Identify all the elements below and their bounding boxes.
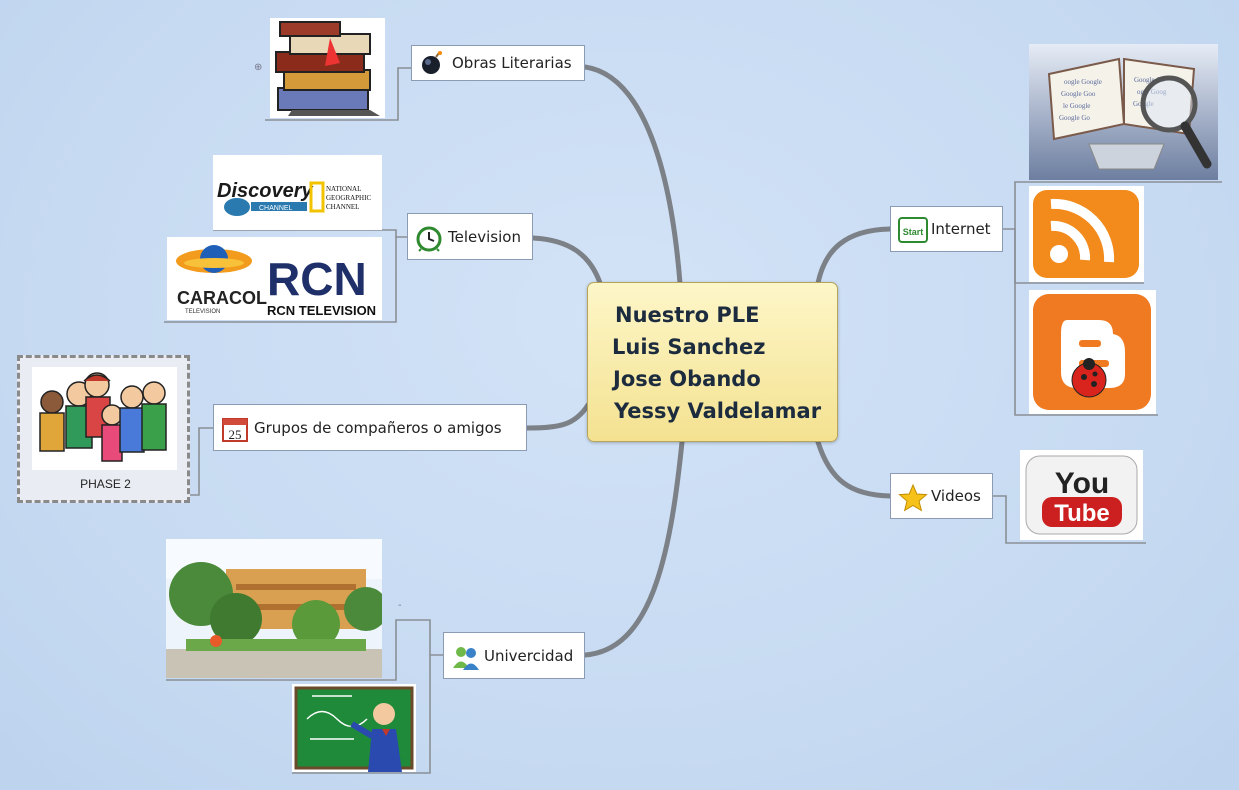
topic-television[interactable]: Television xyxy=(407,213,533,260)
svg-text:CHANNEL: CHANNEL xyxy=(326,203,359,211)
topic-obras-literarias[interactable]: Obras Literarias xyxy=(411,45,585,81)
teacher-image xyxy=(292,684,416,772)
svg-text:GEOGRAPHIC: GEOGRAPHIC xyxy=(326,194,371,202)
phase-label: PHASE 2 xyxy=(80,477,131,491)
topic-label: Univercidad xyxy=(484,646,574,665)
people-icon xyxy=(451,643,479,670)
calendar-icon: 25 xyxy=(221,415,248,442)
discovery-natgeo-logo: Discovery CHANNEL NATIONAL GEOGRAPHIC CH… xyxy=(213,155,382,230)
central-line-4: Yessy Valdelamar xyxy=(614,399,822,423)
caracol-text: CARACOL xyxy=(177,288,267,308)
expand-icon[interactable]: ⊕ xyxy=(254,62,263,73)
start-icon: Start xyxy=(898,216,928,243)
topic-label: Videos xyxy=(931,487,981,505)
topic-label: Grupos de compañeros o amigos xyxy=(254,418,502,437)
topic-label: Obras Literarias xyxy=(452,54,572,72)
kids-image xyxy=(32,367,177,470)
books-image xyxy=(270,18,385,118)
start-icon-text: Start xyxy=(903,227,924,237)
discovery-channel-text: CHANNEL xyxy=(259,205,293,212)
topic-label: Television xyxy=(448,227,521,246)
rcn-logo-text: RCN xyxy=(267,253,367,305)
discovery-text: Discovery xyxy=(217,180,313,202)
central-line-1: Nuestro PLE xyxy=(615,303,760,327)
svg-text:Google Go: Google Go xyxy=(1134,76,1165,84)
svg-text:le Google: le Google xyxy=(1063,102,1090,110)
blogger-image xyxy=(1029,290,1156,414)
youtube-logo: You Tube xyxy=(1020,450,1143,540)
rss-feed-image xyxy=(1029,186,1144,282)
caracol-rcn-logo: CARACOL TELEVISION RCN RCN TELEVISION xyxy=(167,237,382,320)
star-icon xyxy=(898,483,928,512)
youtube-tube-text: Tube xyxy=(1054,500,1110,527)
svg-text:NATIONAL: NATIONAL xyxy=(326,185,361,193)
alarm-clock-icon xyxy=(415,224,442,252)
central-line-3: Jose Obando xyxy=(613,367,761,391)
topic-videos[interactable]: Videos xyxy=(890,473,993,519)
collapse-icon[interactable]: - xyxy=(398,600,402,611)
rcn-text: RCN TELEVISION xyxy=(267,303,376,318)
central-line-2: Luis Sanchez xyxy=(612,335,766,359)
svg-text:oogle Google: oogle Google xyxy=(1064,78,1102,86)
campus-photo xyxy=(166,539,382,678)
central-topic[interactable]: Nuestro PLE Luis Sanchez Jose Obando Yes… xyxy=(587,282,838,442)
calendar-day: 25 xyxy=(229,427,242,442)
svg-text:Google Go: Google Go xyxy=(1059,114,1090,122)
caracol-sub-text: TELEVISION xyxy=(185,309,220,315)
bomb-icon xyxy=(419,50,445,76)
youtube-you-text: You xyxy=(1055,467,1109,500)
topic-universidad[interactable]: Univercidad xyxy=(443,632,585,679)
topic-grupos[interactable]: 25 Grupos de compañeros o amigos xyxy=(213,404,527,451)
topic-internet[interactable]: Start Internet xyxy=(890,206,1003,252)
svg-text:Google Goo: Google Goo xyxy=(1061,90,1096,98)
topic-label: Internet xyxy=(931,220,991,238)
